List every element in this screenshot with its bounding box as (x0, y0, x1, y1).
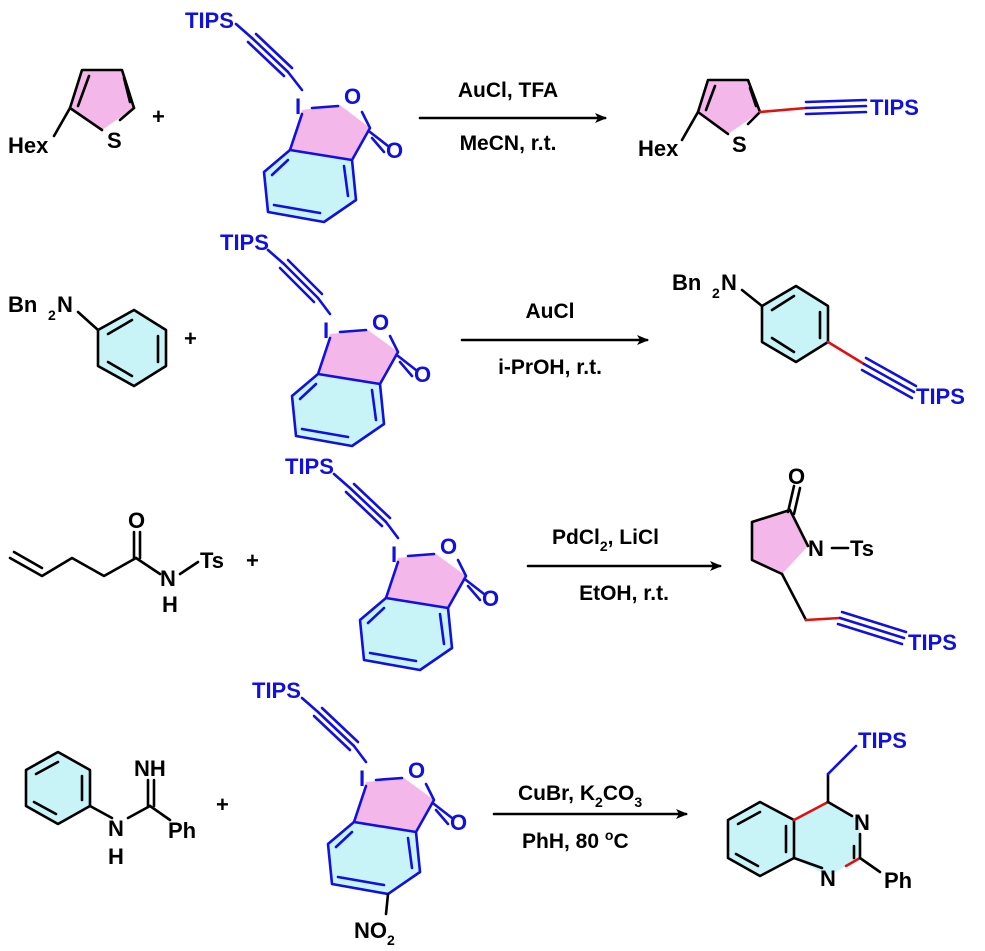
amidine-hydrogen-label: H (108, 844, 124, 869)
solvent-3: EtOH, r.t. (579, 582, 669, 605)
new-bond-4a (792, 800, 830, 822)
tips-ebx-2: TIPS I O O (220, 230, 431, 448)
oxygen-ring-label: O (372, 310, 389, 335)
oxygen-ring-label: O (408, 758, 425, 783)
tips-label: TIPS (220, 230, 269, 255)
iodine-label: I (359, 766, 365, 791)
plus-sign-4: + (216, 792, 229, 817)
tips-label: TIPS (185, 8, 234, 33)
carbonyl-oxygen-label: O (482, 586, 499, 611)
reaction-1: Hex S + TIPS I O O AuCl, TFA MeCN, (8, 8, 919, 224)
tips-label: TIPS (252, 678, 301, 703)
new-bond-1 (758, 106, 808, 114)
reagents-4: CuBr, K2CO3 (518, 782, 642, 810)
plus-sign-3: + (246, 548, 259, 573)
product-2: Bn 2 N TIPS (672, 270, 965, 409)
quinazoline-phenyl-label: Ph (884, 868, 912, 893)
nitro-tips-ebx: TIPS I O O NO2 (252, 678, 467, 948)
tosyl-label: Ts (200, 548, 224, 573)
pentenamide: O N H Ts (8, 508, 224, 617)
iodine-label: I (295, 94, 301, 119)
reagents-3: PdCl2, LiCl (552, 526, 659, 554)
hex-label: Hex (8, 133, 49, 158)
product-3: O N Ts TIPS (750, 464, 957, 655)
amide-oxygen-label: O (128, 508, 145, 533)
quinazoline-n3-label: N (854, 810, 870, 835)
amide-nitrogen-label: N (160, 566, 176, 591)
reaction-3: O N H Ts + TIPS I O O PdCl2, LiCl E (8, 454, 957, 672)
new-bond-4b (844, 856, 862, 868)
tips-ebx-1: TIPS I O O (185, 8, 403, 224)
product-4-tips-label: TIPS (858, 728, 907, 753)
lactam-nitrogen-label: N (808, 536, 824, 561)
plus-sign-2: + (184, 326, 197, 351)
lactam-oxygen-label: O (788, 464, 805, 489)
bn-label: Bn (8, 292, 37, 317)
tips-ebx-3: TIPS I O O (285, 454, 499, 672)
product-4: N N Ph TIPS (726, 728, 912, 893)
product-3-tips-label: TIPS (908, 630, 957, 655)
dibenzylaniline: Bn 2 N (8, 292, 168, 388)
phenyl-label: Ph (168, 818, 196, 843)
sulfur-label: S (107, 128, 122, 153)
product-1-tips-label: TIPS (870, 95, 919, 120)
lactam-tosyl-label: Ts (850, 536, 874, 561)
carbonyl-oxygen-label: O (414, 362, 431, 387)
new-bond-2 (826, 340, 866, 366)
tips-label: TIPS (285, 454, 334, 479)
oxygen-ring-label: O (344, 84, 361, 109)
solvent-1: MeCN, r.t. (460, 132, 557, 155)
reaction-4: N H NH Ph + TIPS I O O NO2 (24, 678, 912, 948)
product-2-bn-subscript: 2 (712, 285, 720, 301)
product-1: Hex S TIPS (638, 78, 919, 161)
new-bond-3 (804, 616, 842, 622)
product-1-hex-label: Hex (638, 136, 679, 161)
reagents-2: AuCl (526, 300, 575, 323)
bn-subscript: 2 (48, 307, 56, 323)
amidine-nitrogen-label: N (108, 816, 124, 841)
product-2-bn-label: Bn (672, 270, 701, 295)
nitro-label: NO2 (354, 918, 395, 948)
plus-sign-1: + (152, 104, 165, 129)
nitrogen-label: N (57, 292, 73, 317)
reagents-1: AuCl, TFA (458, 79, 558, 102)
oxygen-ring-label: O (440, 534, 457, 559)
carbonyl-oxygen-label: O (386, 138, 403, 163)
phenylbenzamidine: N H NH Ph (24, 750, 196, 869)
solvent-2: i-PrOH, r.t. (498, 356, 602, 379)
hexylthiophene: Hex S (8, 68, 136, 158)
reaction-2: Bn 2 N + TIPS I O O AuCl (8, 230, 965, 448)
solvent-4: PhH, 80 oC (522, 827, 629, 853)
imine-label: NH (134, 756, 166, 781)
quinazoline-n1-label: N (820, 866, 836, 891)
amide-hydrogen-label: H (162, 592, 178, 617)
iodine-label: I (323, 318, 329, 343)
product-2-nitrogen-label: N (721, 270, 737, 295)
iodine-label: I (391, 542, 397, 567)
product-2-tips-label: TIPS (916, 384, 965, 409)
product-1-sulfur-label: S (732, 132, 747, 157)
carbonyl-oxygen-label: O (450, 810, 467, 835)
